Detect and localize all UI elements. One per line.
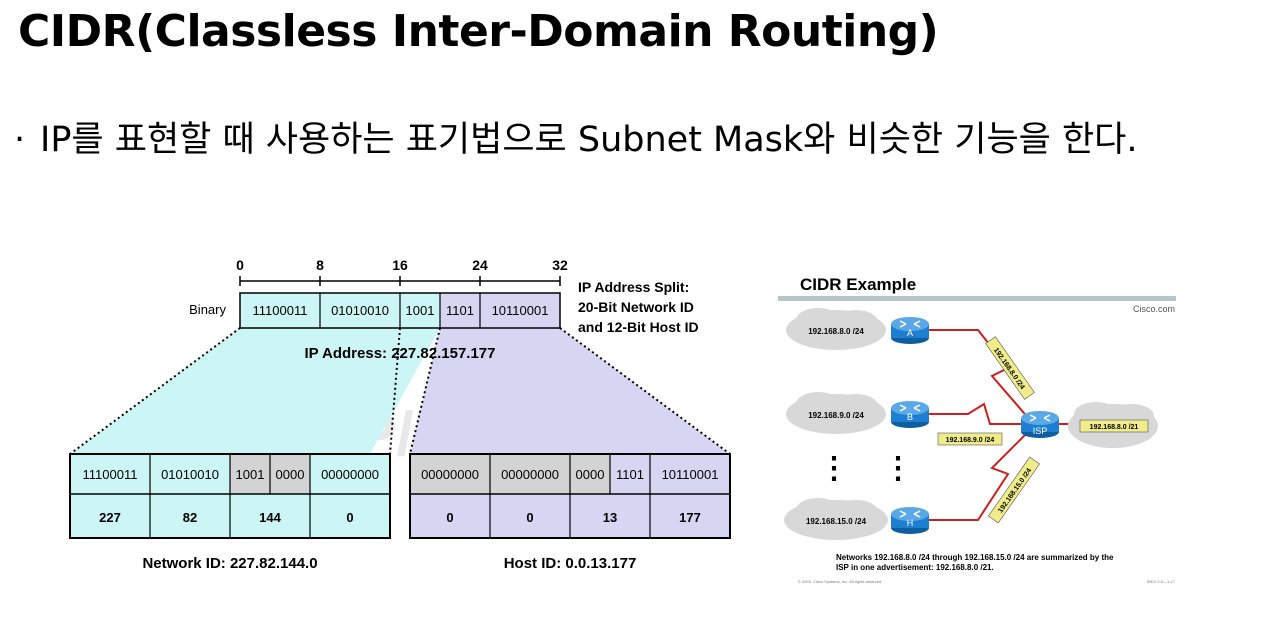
host-decimal-1: 0 (446, 510, 453, 525)
bit-position-16: 16 (392, 257, 408, 273)
ellipsis-left: ⋮ (819, 452, 849, 485)
network-id-caption: Network ID: 227.82.144.0 (142, 555, 317, 572)
host-funnel (410, 328, 730, 454)
host-binary-5: 10110001 (662, 467, 719, 482)
host-decimal-4: 177 (679, 510, 701, 525)
ip-split-diagram: The TCP/IP Guide 0 8 16 24 32 Binary 111… (69, 257, 731, 572)
network-decimal-1: 227 (99, 510, 121, 525)
bit-ruler (239, 276, 561, 286)
network-decimal-4: 0 (346, 510, 353, 525)
router-h-label: H (907, 518, 914, 528)
router-b-label: B (907, 412, 913, 422)
network-binary-4: 0000 (276, 467, 305, 482)
network-funnel (70, 328, 440, 454)
binary-net-bg (240, 293, 440, 328)
tag-summary: 192.168.8.0 /21 (1079, 419, 1149, 433)
cloud-net-9 (786, 392, 886, 434)
tag-net-8: 192.168.8.0 /24 (985, 336, 1035, 400)
router-h-icon (891, 507, 929, 534)
split-caption-2: 20-Bit Network ID (578, 299, 694, 315)
title-stripe-bar (778, 296, 1176, 301)
cloud-net-8 (786, 308, 886, 350)
cidr-example-title: CIDR Example (800, 275, 916, 294)
binary-host-bg (440, 293, 560, 328)
footnote-line-1: Networks 192.168.8.0 /24 through 192.168… (836, 553, 1114, 562)
router-isp-icon (1021, 411, 1059, 438)
host-decimal-2: 0 (526, 510, 533, 525)
router-isp-label: ISP (1033, 426, 1048, 436)
tag-summary-label: 192.168.8.0 /21 (1090, 424, 1139, 431)
bit-position-32: 32 (552, 257, 568, 273)
tag-net-8-label: 192.168.8.0 /24 (992, 347, 1026, 391)
split-caption-1: IP Address Split: (578, 279, 689, 295)
network-binary-3: 1001 (236, 467, 265, 482)
router-a-icon (891, 317, 929, 344)
copyright-text: © 2003, Cisco Systems, Inc. All rights r… (798, 579, 882, 584)
bit-position-0: 0 (236, 257, 244, 273)
network-id-table (69, 453, 391, 539)
router-a-label: A (907, 328, 913, 338)
bullet-marker: · (14, 120, 26, 160)
host-binary-2: 00000000 (501, 467, 559, 482)
slide-title: CIDR(Classless Inter-Domain Routing) (18, 6, 939, 57)
host-id-caption: Host ID: 0.0.13.177 (504, 555, 637, 572)
tag-net-9: 192.168.9.0 /24 (937, 432, 1003, 446)
network-binary-5: 00000000 (321, 467, 379, 482)
binary-cell-4: 1101 (446, 303, 474, 318)
host-binary-3: 0000 (576, 467, 605, 482)
ellipsis-right: ⋮ (883, 452, 913, 485)
binary-cell-3: 1001 (406, 303, 435, 318)
binary-cell-5: 10110001 (492, 303, 549, 318)
tag-net-9-label: 192.168.9.0 /24 (946, 437, 995, 444)
slide-code: BSCI 2.0—1-17 (1147, 579, 1176, 584)
bit-position-24: 24 (472, 257, 488, 273)
host-binary-1: 00000000 (421, 467, 479, 482)
host-decimal-3: 13 (603, 510, 617, 525)
network-decimal-2: 82 (183, 510, 197, 525)
cloud-label-net-8: 192.168.8.0 /24 (808, 327, 864, 336)
funnel-dotted-lines (69, 327, 731, 455)
host-id-table (409, 453, 731, 539)
tag-net-15: 192.168.15.0 /24 (988, 456, 1040, 524)
footnote-line-2: ISP in one advertisement: 192.168.8.0 /2… (836, 563, 994, 572)
bullet-text: IP를 표현할 때 사용하는 표기법으로 Subnet Mask와 비슷한 기능… (40, 120, 1138, 160)
cidr-example-diagram: CIDR Example Cisco.com 192.168.8.0 /24 1… (778, 275, 1176, 584)
network-binary-2: 01010010 (161, 467, 219, 482)
split-caption-3: and 12-Bit Host ID (578, 319, 699, 335)
tag-net-15-label: 192.168.15.0 /24 (997, 467, 1033, 514)
ip-address-label: IP Address: 227.82.157.177 (305, 345, 496, 362)
router-b-icon (891, 401, 929, 428)
bit-position-8: 8 (316, 257, 324, 273)
binary-cell-2: 01010010 (331, 303, 389, 318)
cloud-label-net-9: 192.168.9.0 /24 (808, 411, 864, 420)
cloud-net-15 (784, 498, 888, 540)
cisco-brand: Cisco.com (1133, 304, 1175, 314)
binary-label: Binary (189, 302, 226, 317)
network-decimal-3: 144 (259, 510, 281, 525)
cloud-label-net-15: 192.168.15.0 /24 (806, 517, 867, 526)
host-binary-4: 1101 (616, 467, 644, 482)
binary-cell-1: 11100011 (253, 303, 308, 318)
network-binary-1: 11100011 (83, 467, 138, 482)
